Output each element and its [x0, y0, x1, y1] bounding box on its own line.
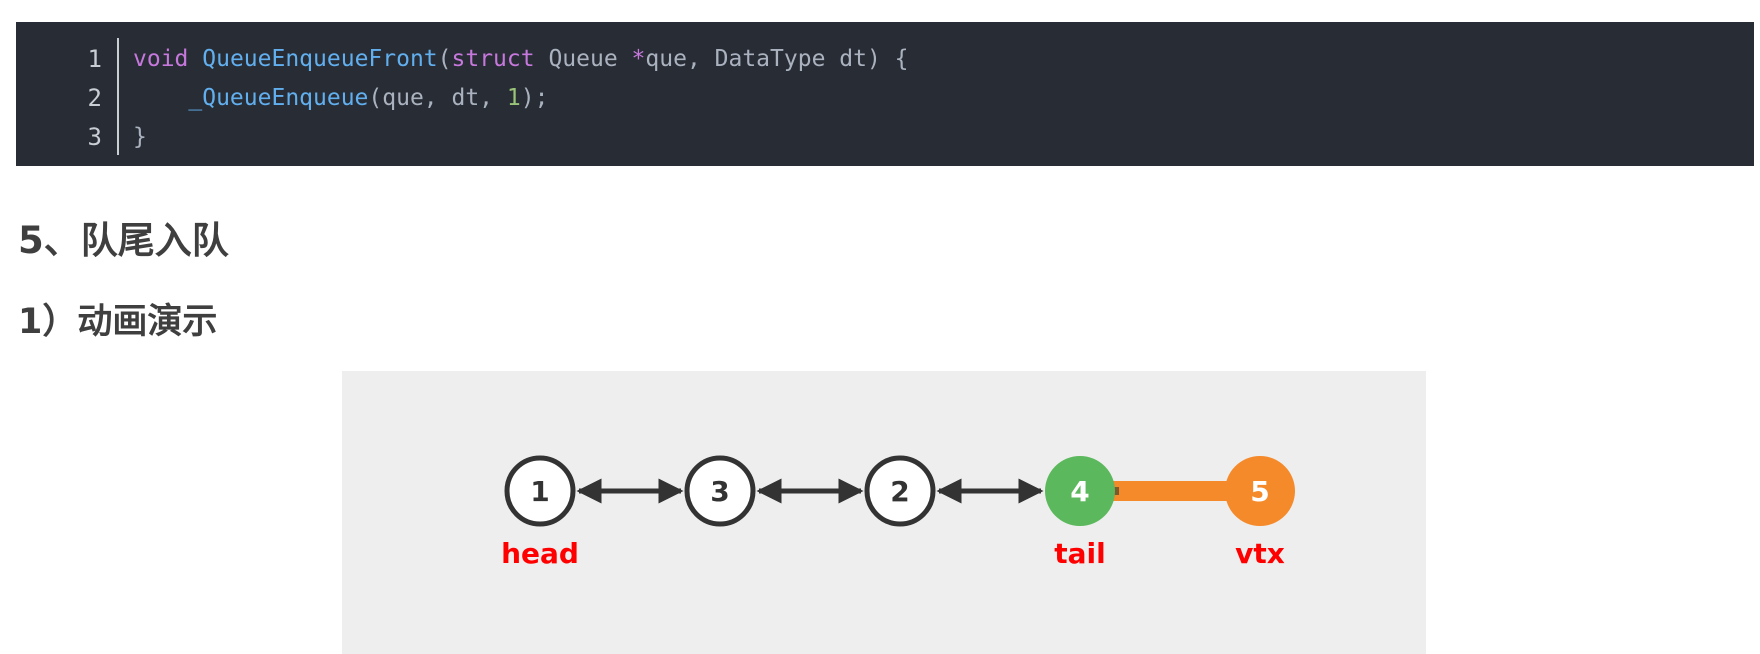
node-pointer-label: head — [501, 537, 579, 570]
code-line: 2 _QueueEnqueue(que, dt, 1); — [16, 79, 1754, 118]
code-token: Queue — [534, 46, 632, 72]
list-node: 3 — [684, 455, 756, 527]
list-node: 5 vtx — [1225, 456, 1295, 570]
code-lines: 1 void QueueEnqueueFront(struct Queue *qu… — [16, 40, 1754, 157]
node-circle — [1045, 456, 1115, 526]
node-value: 5 — [1250, 475, 1269, 508]
code-block: 1 void QueueEnqueueFront(struct Queue *qu… — [16, 22, 1754, 166]
section-heading: 5、队尾入队 — [18, 219, 229, 262]
list-node: 2 — [864, 455, 936, 527]
code-token: ); — [520, 85, 549, 111]
node-value: 3 — [710, 475, 729, 508]
line-number: 1 — [87, 45, 102, 73]
code-token: } — [133, 124, 147, 150]
code-text: } — [133, 118, 147, 157]
code-token: _QueueEnqueue — [188, 85, 369, 111]
code-token: ( — [437, 46, 452, 72]
node-value: 1 — [530, 475, 549, 508]
code-line: 3} — [16, 118, 1754, 157]
node-circle — [504, 455, 576, 527]
code-text: _QueueEnqueue(que, dt, 1); — [133, 79, 548, 118]
line-number: 2 — [87, 84, 102, 112]
code-text: void QueueEnqueueFront(struct Queue *que… — [133, 40, 909, 79]
code-token: que, DataType dt) { — [645, 46, 909, 72]
node-circle — [864, 455, 936, 527]
node-pointer-label: vtx — [1235, 537, 1285, 570]
animation-demo: 1 head 3 2 4 tail 5 vtx — [342, 371, 1426, 654]
link-edge-joint — [1113, 487, 1119, 495]
node-circle — [1225, 456, 1295, 526]
line-number-gutter-divider — [117, 38, 119, 155]
code-token — [188, 46, 202, 72]
node-pointer-label: tail — [1054, 537, 1105, 570]
linked-list-diagram: 1 head 3 2 4 tail 5 vtx — [501, 455, 1295, 570]
code-token: void — [133, 46, 189, 72]
code-line: 1 void QueueEnqueueFront(struct Queue *qu… — [16, 40, 1754, 79]
node-circle — [684, 455, 756, 527]
code-token: (que, dt, — [368, 85, 507, 111]
list-node: 1 head — [501, 455, 579, 570]
code-token: 1 — [506, 85, 521, 111]
link-edge — [1111, 481, 1229, 501]
line-number: 3 — [87, 123, 102, 151]
code-token: QueueEnqueueFront — [202, 46, 438, 72]
code-token: * — [631, 46, 646, 72]
subsection-heading: 1）动画演示 — [18, 302, 218, 342]
code-token — [133, 85, 188, 111]
list-node: 4 tail — [1045, 456, 1115, 570]
code-token: struct — [451, 46, 535, 72]
node-value: 2 — [890, 475, 909, 508]
node-value: 4 — [1070, 475, 1089, 508]
